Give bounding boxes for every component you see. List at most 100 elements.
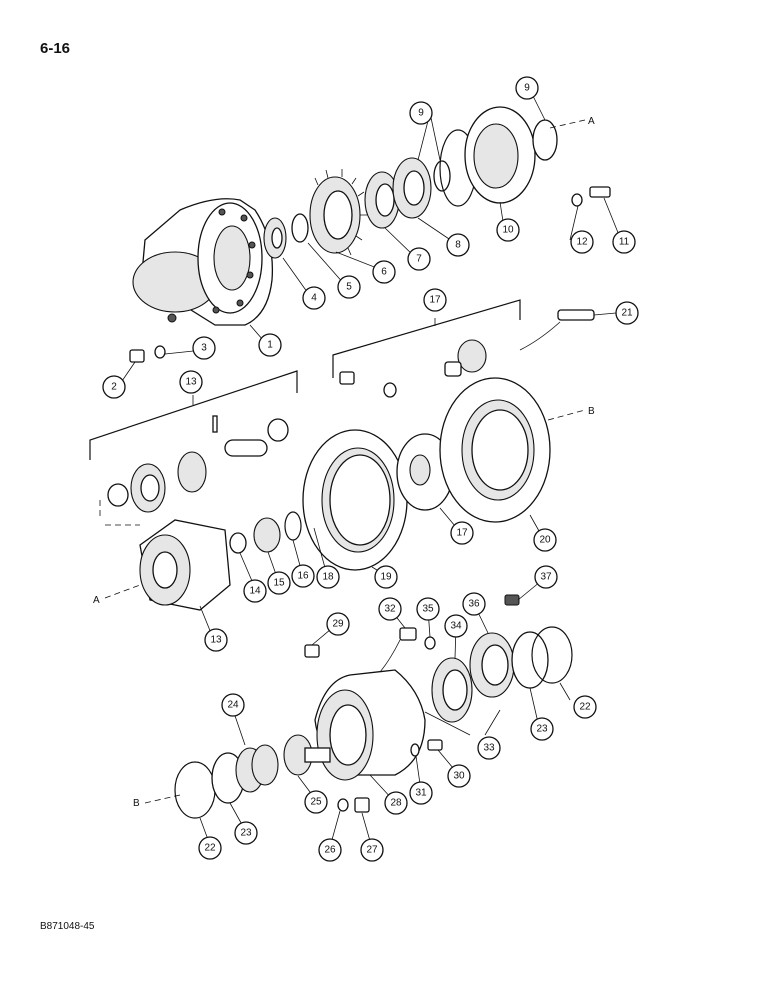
svg-text:5: 5: [346, 282, 352, 293]
svg-text:7: 7: [416, 254, 422, 265]
bushing-part-27: [354, 797, 370, 813]
svg-text:17: 17: [429, 295, 441, 306]
axis-label-a-top: A: [588, 116, 595, 127]
callout-5: 5: [337, 275, 361, 299]
washer-part-3: [154, 345, 166, 359]
callout-11: 11: [612, 230, 636, 254]
svg-text:16: 16: [297, 571, 309, 582]
washer-part-35: [424, 636, 436, 650]
svg-text:9: 9: [524, 83, 530, 94]
bearing-part-7: [364, 171, 400, 229]
callout-13-carrier: 13: [204, 628, 228, 652]
callout-35: 35: [416, 597, 440, 621]
callout-3: 3: [192, 336, 216, 360]
bolt-part-2: [129, 349, 145, 363]
callout-16: 16: [291, 564, 315, 588]
bracket-part-13: [89, 370, 298, 460]
svg-text:33: 33: [483, 743, 495, 754]
callout-19: 19: [374, 565, 398, 589]
axis-label-b-middle: B: [588, 406, 595, 417]
seal-assembly-part-36: [469, 632, 515, 698]
washer-part-26: [337, 798, 349, 812]
bracket-part-17: [332, 299, 521, 378]
housing-part-28: [314, 669, 426, 781]
callout-13-bracket: 13: [179, 370, 203, 394]
svg-text:28: 28: [390, 798, 402, 809]
callout-1: 1: [258, 333, 282, 357]
svg-text:20: 20: [539, 535, 551, 546]
callout-33: 33: [477, 736, 501, 760]
svg-text:23: 23: [240, 828, 252, 839]
needle-bearing-part-15: [253, 517, 281, 553]
svg-text:13: 13: [210, 635, 222, 646]
svg-text:9: 9: [418, 108, 424, 119]
bolt-part-32: [399, 627, 417, 641]
callout-28: 28: [384, 791, 408, 815]
svg-text:34: 34: [450, 621, 462, 632]
washer-part-31: [410, 743, 420, 757]
housing-part-1: [132, 198, 274, 326]
svg-text:1: 1: [267, 340, 273, 351]
bolt-part-11: [589, 186, 611, 198]
svg-text:22: 22: [204, 843, 216, 854]
bearing-part-8: [392, 157, 432, 219]
callout-23-right: 23: [530, 717, 554, 741]
callout-21: 21: [615, 301, 639, 325]
svg-text:27: 27: [366, 845, 378, 856]
callout-26: 26: [318, 838, 342, 862]
callout-25: 25: [304, 790, 328, 814]
snap-ring-part-16: [284, 511, 302, 541]
callout-36: 36: [462, 592, 486, 616]
svg-text:11: 11: [619, 237, 630, 248]
svg-text:15: 15: [273, 578, 285, 589]
washer-part-12: [571, 193, 583, 207]
callout-9: 9: [409, 101, 433, 125]
callout-23-left: 23: [234, 821, 258, 845]
svg-text:17: 17: [456, 528, 468, 539]
svg-text:14: 14: [249, 586, 261, 597]
svg-text:25: 25: [310, 797, 322, 808]
plug-part-30: [427, 739, 443, 751]
callout-22-left: 22: [198, 836, 222, 860]
callout-9-top: 9: [515, 76, 539, 100]
callout-17-bracket: 17: [423, 288, 447, 312]
washer-part-14: [229, 532, 247, 554]
pinion-gear-part-6: [309, 169, 367, 256]
callout-24: 24: [221, 693, 245, 717]
svg-text:2: 2: [111, 382, 117, 393]
bolt-part-21: [557, 309, 595, 321]
bearing-part-4: [263, 217, 287, 259]
svg-text:19: 19: [380, 572, 392, 583]
snap-ring-part-22-right: [531, 626, 573, 684]
callout-4: 4: [302, 286, 326, 310]
planet-gear-part-13: [107, 415, 289, 513]
svg-text:13: 13: [185, 377, 197, 388]
callout-7: 7: [407, 247, 431, 271]
page-number: 6-16: [40, 40, 71, 57]
svg-text:22: 22: [579, 702, 591, 713]
thrust-plate-part-17: [396, 433, 454, 511]
spacer-part-5: [291, 213, 309, 243]
svg-text:6: 6: [381, 267, 387, 278]
callout-6: 6: [372, 260, 396, 284]
svg-text:31: 31: [415, 788, 427, 799]
gear-part-17: [339, 339, 487, 398]
svg-text:24: 24: [227, 700, 239, 711]
spring-part-37: [504, 594, 520, 606]
svg-text:10: 10: [502, 225, 514, 236]
svg-text:35: 35: [422, 604, 434, 615]
sun-gear-part-25: [283, 734, 331, 776]
callout-8: 8: [446, 233, 470, 257]
svg-text:3: 3: [201, 343, 207, 354]
callout-20: 20: [533, 528, 557, 552]
callout-30: 30: [447, 764, 471, 788]
callout-27: 27: [360, 838, 384, 862]
callout-17-plate: 17: [450, 521, 474, 545]
callout-32: 32: [378, 597, 402, 621]
callout-14: 14: [243, 579, 267, 603]
bolt-part-29: [304, 644, 320, 658]
callout-31: 31: [409, 781, 433, 805]
callout-10: 10: [496, 218, 520, 242]
svg-text:12: 12: [576, 237, 588, 248]
